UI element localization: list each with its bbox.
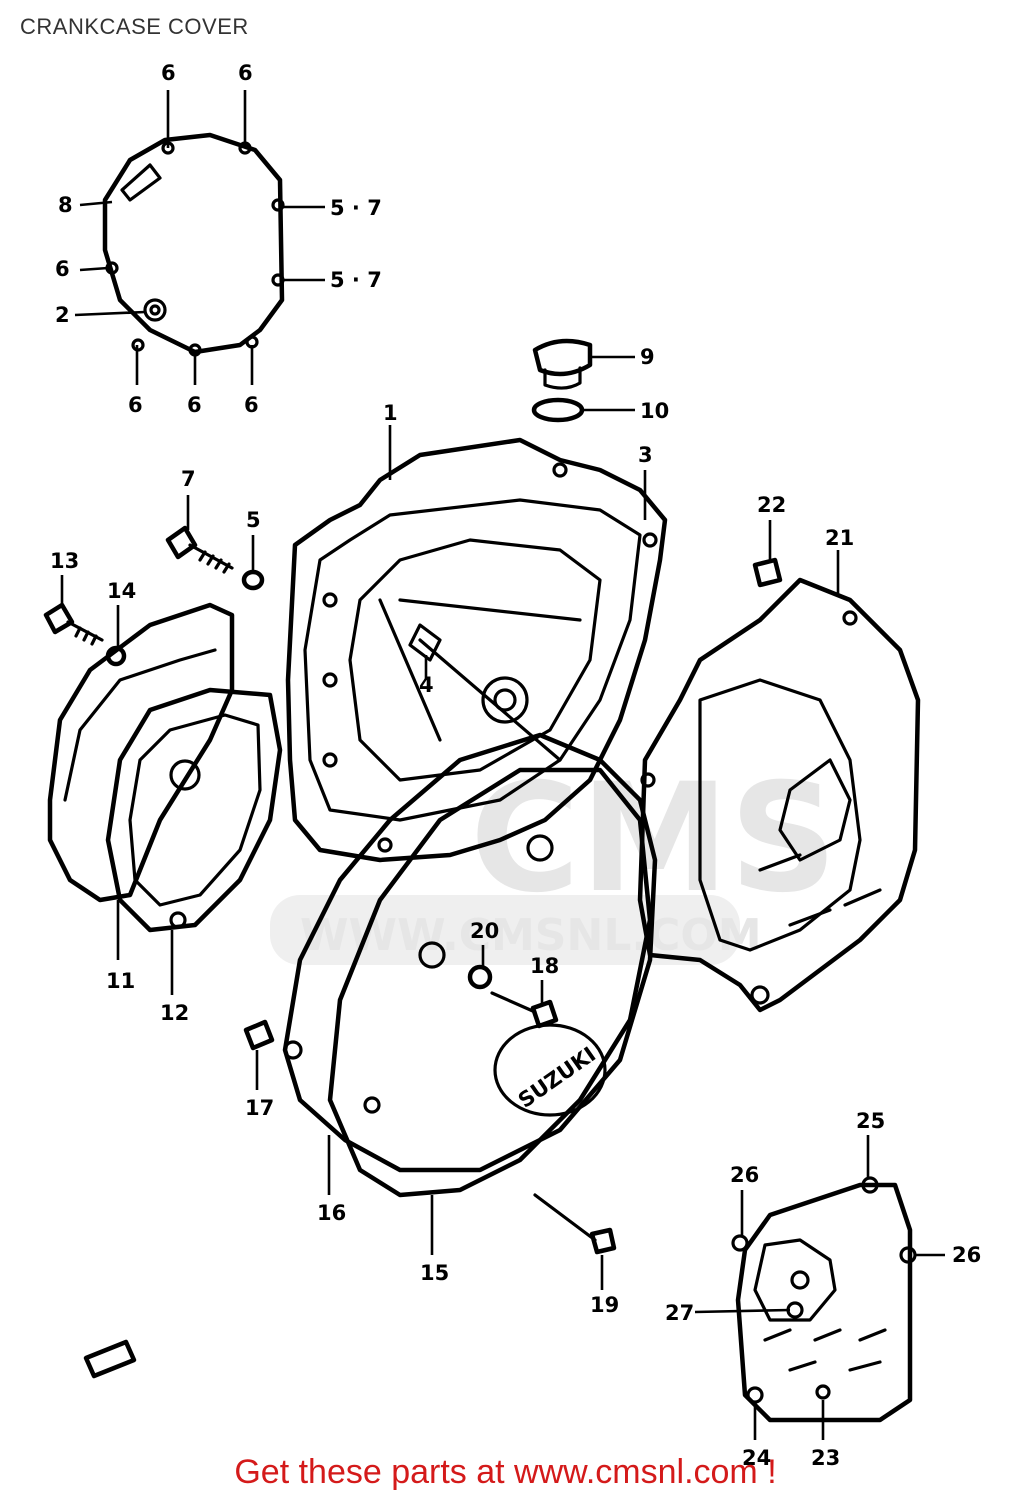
callout-6: 6 bbox=[161, 61, 176, 85]
callout-26: 26 bbox=[730, 1163, 759, 1187]
callout-22: 22 bbox=[757, 493, 786, 517]
bolt-part-7 bbox=[165, 525, 234, 574]
callout-2: 2 bbox=[55, 303, 70, 327]
dowel-part-22 bbox=[752, 557, 783, 588]
cover-part-21 bbox=[637, 577, 921, 1013]
washer-part-20 bbox=[467, 964, 493, 990]
bolt-part-13 bbox=[43, 602, 104, 646]
callout-6: 6 bbox=[244, 393, 259, 417]
callout-4: 4 bbox=[419, 673, 434, 697]
callout-6: 6 bbox=[128, 393, 143, 417]
front-arrow-icon bbox=[83, 1339, 137, 1379]
clutch-cover-part-1 bbox=[285, 437, 668, 863]
leader-lines bbox=[60, 90, 945, 1440]
callout-17: 17 bbox=[245, 1096, 274, 1120]
callout-20: 20 bbox=[470, 919, 499, 943]
callout-6: 6 bbox=[187, 393, 202, 417]
washer-part-5 bbox=[241, 569, 265, 591]
callout-5-7: 5 · 7 bbox=[330, 196, 382, 220]
callout-27: 27 bbox=[665, 1301, 694, 1325]
callout-16: 16 bbox=[317, 1201, 346, 1225]
callout-6: 6 bbox=[238, 61, 253, 85]
callout-13: 13 bbox=[50, 549, 79, 573]
gasket-part-2 bbox=[102, 132, 285, 357]
get-parts-link[interactable]: Get these parts at www.cmsnl.com ! bbox=[234, 1453, 777, 1491]
callout-14: 14 bbox=[107, 579, 136, 603]
callout-1: 1 bbox=[383, 401, 398, 425]
callout-26: 26 bbox=[952, 1243, 981, 1267]
callout-labels: 6 6 8 5 · 7 6 5 · 7 2 6 6 6 9 10 1 3 4 7… bbox=[50, 61, 981, 1470]
callout-21: 21 bbox=[825, 526, 854, 550]
watermark-url: WWW.CMSNL.COM bbox=[300, 910, 762, 961]
bolt-part-19 bbox=[533, 1193, 617, 1255]
callout-15: 15 bbox=[420, 1261, 449, 1285]
bolt-part-18 bbox=[490, 991, 559, 1029]
gasket-part-16 bbox=[282, 732, 658, 1173]
gasket-part-12 bbox=[105, 687, 283, 933]
callout-9: 9 bbox=[640, 345, 655, 369]
callout-24: 24 bbox=[742, 1446, 771, 1470]
callout-7: 7 bbox=[181, 467, 196, 491]
callout-25: 25 bbox=[856, 1109, 885, 1133]
cover-plate-part-23 bbox=[731, 1176, 917, 1423]
dowel-part-17 bbox=[243, 1019, 275, 1051]
oil-filler-cap-part-9 bbox=[532, 338, 593, 390]
callout-23: 23 bbox=[811, 1446, 840, 1470]
callout-8: 8 bbox=[58, 193, 73, 217]
callout-10: 10 bbox=[640, 399, 669, 423]
callout-3: 3 bbox=[638, 443, 653, 467]
callout-11: 11 bbox=[106, 969, 135, 993]
callout-6: 6 bbox=[55, 257, 70, 281]
callout-18: 18 bbox=[530, 954, 559, 978]
o-ring-part-10 bbox=[531, 397, 585, 423]
callout-5: 5 bbox=[246, 508, 261, 532]
cover-part-11 bbox=[47, 602, 235, 903]
callout-12: 12 bbox=[160, 1001, 189, 1025]
callout-5-7: 5 · 7 bbox=[330, 268, 382, 292]
page-title: CRANKCASE COVER bbox=[20, 14, 249, 39]
callout-19: 19 bbox=[590, 1293, 619, 1317]
